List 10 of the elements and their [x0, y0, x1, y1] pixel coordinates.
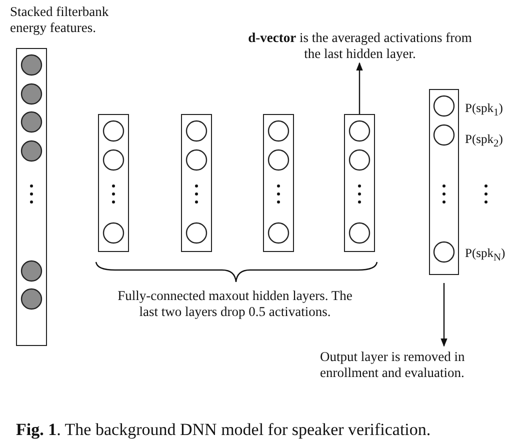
layer-heading: Stacked filterbank energy features. — [10, 4, 110, 36]
annotation-text: Output layer is removed in enrollment and evaluation. — [320, 349, 466, 381]
arrow — [356, 62, 363, 114]
brace-label: Fully-connected maxout hidden layers. The last two layers drop 0.5 activations. — [116, 288, 354, 320]
annotation-text: d-vector is the averaged activations from the last hidden layer. — [247, 30, 473, 62]
arrow — [440, 283, 448, 347]
output-label: P(spk$_{2}$) — [465, 131, 503, 152]
output-label: P(spk$_{1}$) — [465, 100, 503, 120]
output-label: P(spk$_{N}$) — [465, 245, 506, 266]
figure-caption: Fig. 1. The background DNN model for speaker verification. — [16, 420, 431, 440]
